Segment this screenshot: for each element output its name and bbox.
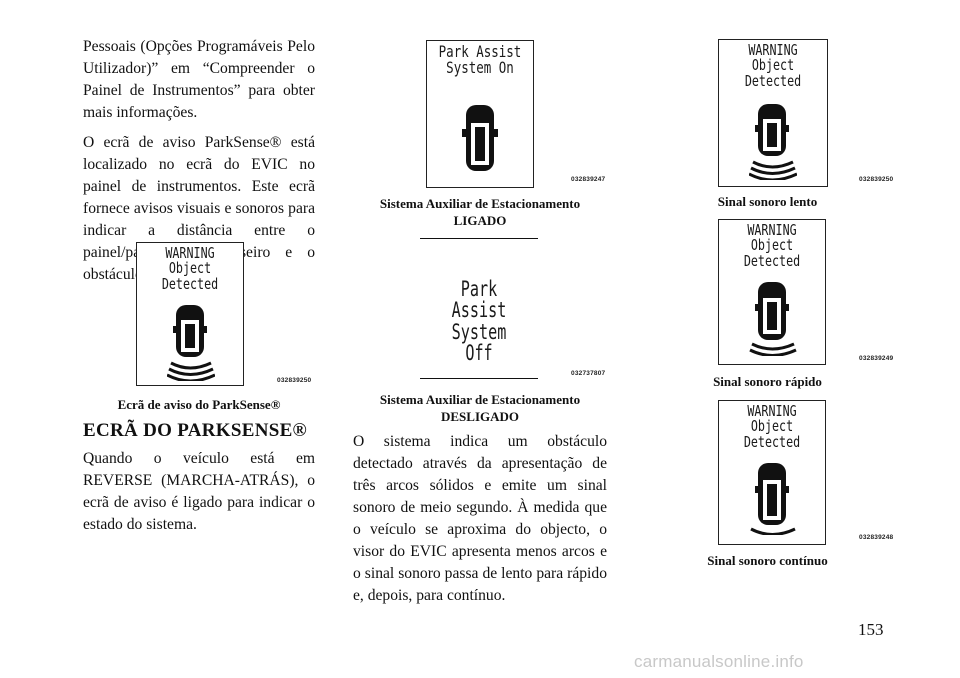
vehicle-icon bbox=[462, 105, 498, 171]
paragraph-reverse: Quando o veículo está em REVERSE (MARCHA… bbox=[83, 450, 315, 533]
figure-slow-tone: WARNING Object Detected bbox=[718, 39, 828, 187]
caption-line: Sistema Auxiliar de Estacionamento bbox=[379, 196, 581, 211]
screen-text: Park Assist System Off bbox=[437, 277, 522, 366]
figure-fast-tone: WARNING Object Detected bbox=[718, 219, 826, 365]
figure-code: 032839247 bbox=[571, 176, 606, 183]
caption-slow-tone: Sinal sonoro lento bbox=[717, 194, 818, 209]
screen-line: WARNING bbox=[165, 244, 215, 262]
screen-line: Off bbox=[465, 341, 493, 366]
screen-line: System bbox=[451, 319, 507, 344]
screen-line: Object bbox=[751, 56, 795, 75]
figure-park-assist-off: Park Assist System Off bbox=[420, 277, 538, 364]
caption-park-assist-off: Sistema Auxiliar de Estacionamento DESLI… bbox=[353, 391, 607, 425]
screen-text: Park Assist System On bbox=[438, 42, 522, 78]
screen-line: Object bbox=[750, 417, 794, 436]
page-number: 153 bbox=[858, 620, 884, 639]
figure-code: 032839250 bbox=[859, 176, 894, 183]
section-heading: ECRÃ DO PARKSENSE® bbox=[83, 420, 308, 441]
screen-line: Object bbox=[750, 236, 794, 255]
column-middle-text: O sistema indica um obstáculo detectado … bbox=[353, 431, 607, 615]
screen-line: Detected bbox=[161, 274, 219, 293]
screen-line: Object bbox=[168, 259, 212, 278]
screen-line: Detected bbox=[743, 432, 801, 451]
caption-line: DESLIGADO bbox=[440, 409, 520, 424]
screen-text: WARNING Object Detected bbox=[149, 244, 232, 293]
paragraph-intro: Pessoais (Opções Programáveis Pelo Utili… bbox=[83, 38, 315, 121]
screen-line: Park Assist bbox=[438, 42, 522, 61]
figure-warning-screen: WARNING Object Detected bbox=[136, 242, 244, 386]
screen-line: Detected bbox=[743, 251, 801, 270]
figure-code: 032839249 bbox=[859, 355, 894, 362]
figure-continuous-tone: WARNING Object Detected bbox=[718, 400, 826, 545]
screen-line: System On bbox=[446, 58, 514, 78]
divider bbox=[420, 238, 538, 239]
section-parksense-screen: ECRÃ DO PARKSENSE® Quando o veículo está… bbox=[83, 420, 315, 544]
screen-text: WARNING Object Detected bbox=[731, 41, 815, 90]
figure-park-assist-on: Park Assist System On bbox=[426, 40, 534, 188]
caption-park-assist-on: Sistema Auxiliar de Estacionamento LIGAD… bbox=[353, 195, 607, 229]
screen-text: WARNING Object Detected bbox=[731, 402, 814, 451]
figure-code: 032839250 bbox=[277, 377, 312, 384]
screen-line: WARNING bbox=[747, 402, 797, 420]
vehicle-arcs-2-icon bbox=[749, 282, 797, 356]
figure-code: 032737807 bbox=[571, 370, 606, 377]
figure-code: 032839248 bbox=[859, 534, 894, 541]
caption-line: LIGADO bbox=[453, 213, 507, 228]
vehicle-arcs-3-icon bbox=[749, 104, 797, 180]
screen-text: WARNING Object Detected bbox=[731, 221, 814, 270]
divider bbox=[420, 378, 538, 379]
screen-line: WARNING bbox=[748, 41, 798, 59]
vehicle-arcs-3-icon bbox=[167, 305, 215, 381]
caption-fast-tone: Sinal sonoro rápido bbox=[713, 374, 822, 389]
screen-line: Detected bbox=[744, 71, 802, 90]
paragraph-detection: O sistema indica um obstáculo detectado … bbox=[353, 433, 607, 604]
screen-line: Park Assist bbox=[451, 277, 507, 323]
watermark: carmanualsonline.info bbox=[634, 652, 804, 671]
vehicle-arcs-1-icon bbox=[750, 463, 796, 535]
screen-line: WARNING bbox=[747, 221, 797, 239]
caption-continuous-tone: Sinal sonoro contínuo bbox=[707, 553, 828, 568]
caption-line: Sistema Auxiliar de Estacionamento bbox=[379, 392, 581, 407]
caption-warning-screen: Ecrã de aviso do ParkSense® bbox=[117, 397, 281, 412]
